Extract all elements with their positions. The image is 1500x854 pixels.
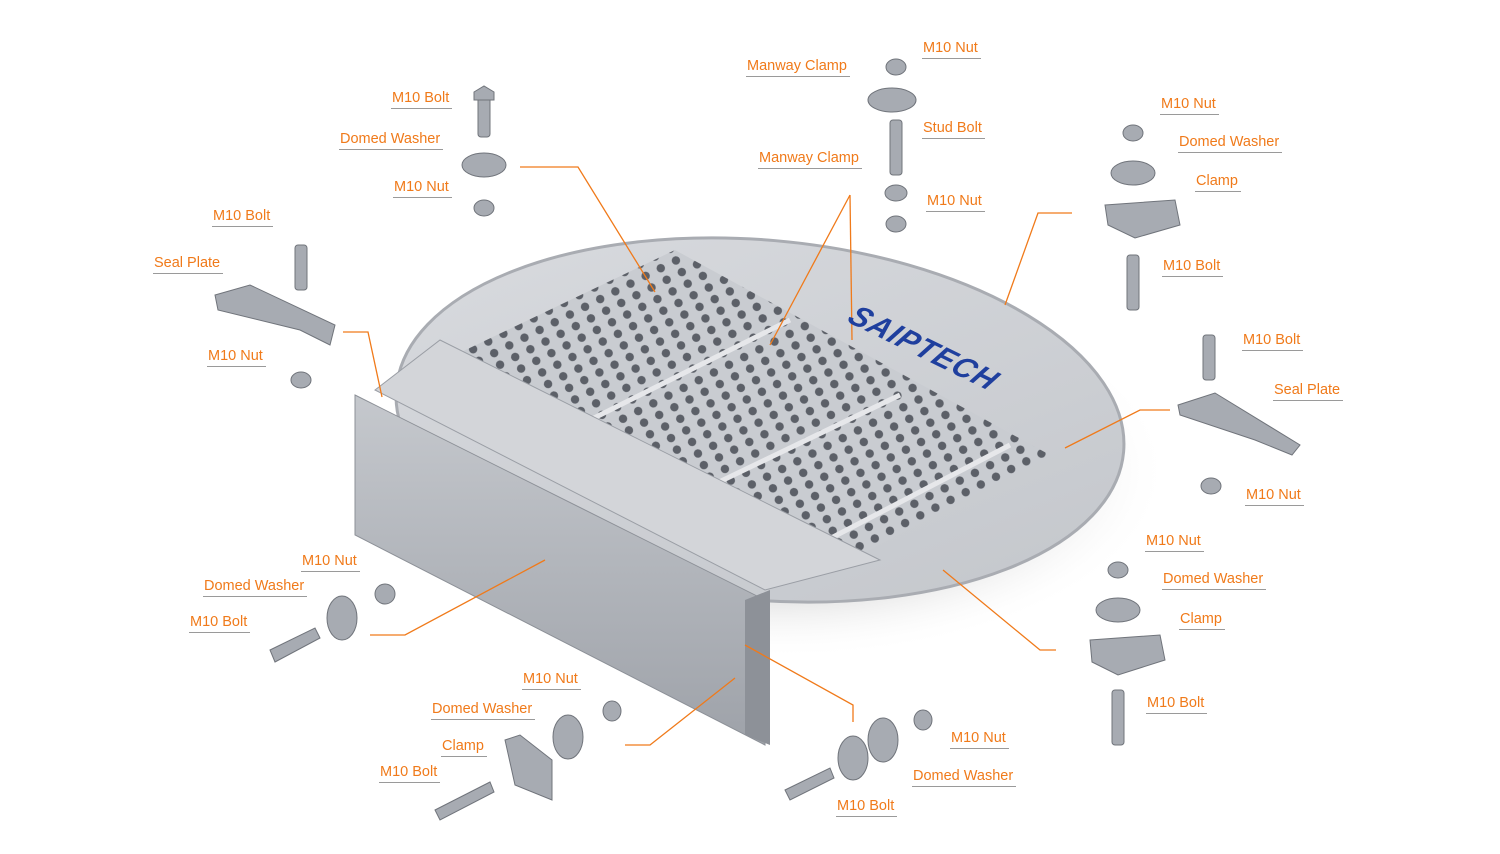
part-label-m10-bolt: M10 Bolt bbox=[1146, 695, 1208, 714]
part-label-domed-washer: Domed Washer bbox=[339, 131, 444, 150]
part-label-m10-nut: M10 Nut bbox=[1245, 487, 1304, 506]
part-label-manway-clamp: Manway Clamp bbox=[746, 58, 850, 77]
part-label-clamp: Clamp bbox=[441, 738, 487, 757]
part-label-m10-bolt: M10 Bolt bbox=[379, 764, 441, 783]
part-label-m10-nut: M10 Nut bbox=[922, 40, 981, 59]
part-label-m10-nut: M10 Nut bbox=[207, 348, 266, 367]
part-label-m10-nut: M10 Nut bbox=[1145, 533, 1204, 552]
fastener-parts bbox=[214, 58, 1301, 821]
part-label-domed-washer: Domed Washer bbox=[912, 768, 1017, 787]
wall-edge bbox=[745, 590, 770, 745]
part-label-m10-bolt: M10 Bolt bbox=[212, 208, 274, 227]
part-label-m10-nut: M10 Nut bbox=[926, 193, 985, 212]
part-label-seal-plate: Seal Plate bbox=[153, 255, 224, 274]
part-label-m10-nut: M10 Nut bbox=[393, 179, 452, 198]
perforated-panels bbox=[455, 250, 1050, 560]
front-weir-wall bbox=[354, 394, 766, 746]
part-label-domed-washer: Domed Washer bbox=[1178, 134, 1283, 153]
part-label-clamp: Clamp bbox=[1179, 611, 1225, 630]
part-label-m10-bolt: M10 Bolt bbox=[836, 798, 898, 817]
part-label-domed-washer: Domed Washer bbox=[1162, 571, 1267, 590]
part-label-seal-plate: Seal Plate bbox=[1273, 382, 1344, 401]
part-label-m10-nut: M10 Nut bbox=[950, 730, 1009, 749]
part-label-stud-bolt: Stud Bolt bbox=[922, 120, 985, 139]
part-label-m10-bolt: M10 Bolt bbox=[1162, 258, 1224, 277]
part-label-m10-bolt: M10 Bolt bbox=[1242, 332, 1304, 351]
part-label-m10-nut: M10 Nut bbox=[522, 671, 581, 690]
part-label-clamp: Clamp bbox=[1195, 173, 1241, 192]
downcomer-top bbox=[374, 339, 882, 591]
leader-lines bbox=[343, 166, 1170, 746]
part-label-manway-clamp: Manway Clamp bbox=[758, 150, 862, 169]
part-label-m10-nut: M10 Nut bbox=[301, 553, 360, 572]
part-label-domed-washer: Domed Washer bbox=[203, 578, 308, 597]
part-label-m10-bolt: M10 Bolt bbox=[189, 614, 251, 633]
part-label-m10-bolt: M10 Bolt bbox=[391, 90, 453, 109]
part-label-domed-washer: Domed Washer bbox=[431, 701, 536, 720]
part-label-m10-nut: M10 Nut bbox=[1160, 96, 1219, 115]
